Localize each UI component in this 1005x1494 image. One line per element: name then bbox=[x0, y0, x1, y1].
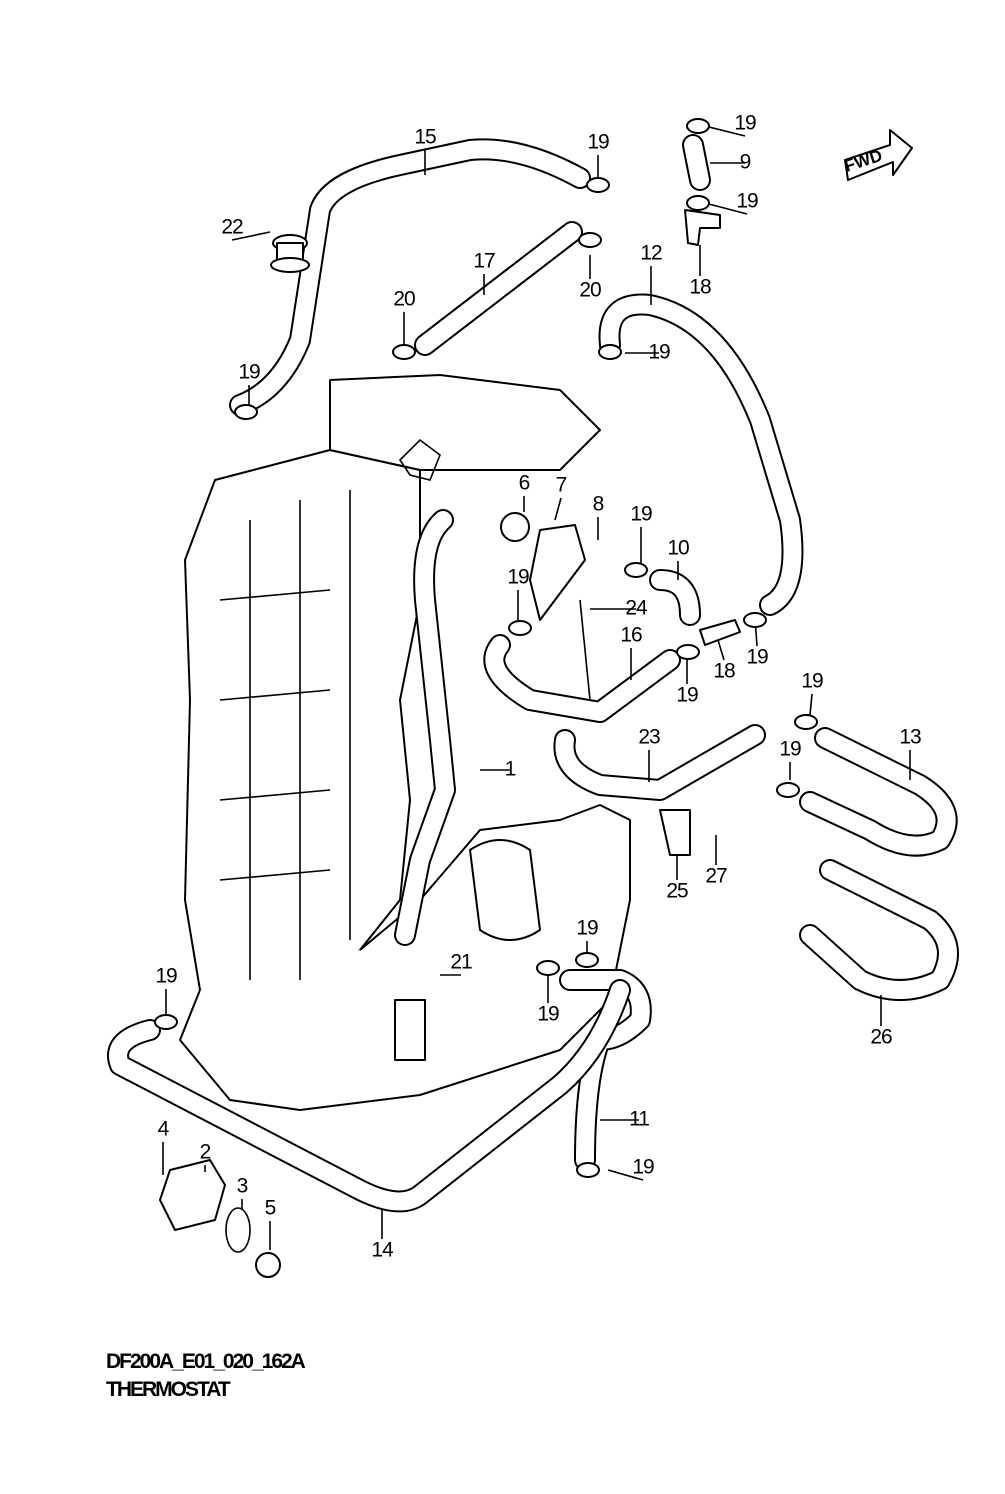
hose-clamp bbox=[536, 960, 560, 976]
small-parts: FWD bbox=[159, 129, 913, 1278]
diagram-caption: DF200A_E01_020_162A THERMOSTAT bbox=[106, 1348, 306, 1404]
callout-10: 10 bbox=[667, 537, 689, 560]
callout-17: 17 bbox=[473, 250, 495, 273]
callout-19: 19 bbox=[238, 361, 260, 384]
callout-19: 19 bbox=[155, 965, 177, 988]
hose-clamp bbox=[686, 195, 710, 211]
cover-2 bbox=[159, 1159, 226, 1231]
callout-26: 26 bbox=[870, 1026, 892, 1049]
callout-19: 19 bbox=[801, 670, 823, 693]
callout-12: 12 bbox=[640, 242, 662, 265]
callout-19: 19 bbox=[648, 341, 670, 364]
leader-lines bbox=[162, 125, 911, 1250]
callout-19: 19 bbox=[587, 131, 609, 154]
callout-19: 19 bbox=[736, 190, 758, 213]
hose-clamp bbox=[776, 782, 800, 798]
hose-clamp bbox=[508, 620, 532, 636]
callout-18: 18 bbox=[713, 660, 735, 683]
seal-5 bbox=[255, 1252, 281, 1278]
hose-clamp bbox=[598, 344, 622, 360]
callout-25: 25 bbox=[666, 880, 688, 903]
hose-clamp bbox=[154, 1014, 178, 1030]
callout-18: 18 bbox=[689, 276, 711, 299]
hose-clamp bbox=[234, 404, 258, 420]
hose-clamp bbox=[676, 644, 700, 660]
callout-19: 19 bbox=[537, 1003, 559, 1026]
diagram-title: THERMOSTAT bbox=[106, 1378, 231, 1401]
callout-7: 7 bbox=[556, 474, 567, 497]
callout-9: 9 bbox=[740, 151, 751, 174]
callout-6: 6 bbox=[519, 472, 530, 495]
hoses bbox=[107, 134, 959, 1213]
hose-clamp bbox=[575, 952, 599, 968]
callout-8: 8 bbox=[593, 493, 604, 516]
callout-21: 21 bbox=[450, 951, 472, 974]
thermostat-cover-7 bbox=[529, 524, 586, 621]
joint-18 bbox=[684, 209, 721, 246]
callout-23: 23 bbox=[638, 726, 660, 749]
callout-4: 4 bbox=[158, 1118, 170, 1141]
callout-19: 19 bbox=[734, 112, 756, 135]
callout-19: 19 bbox=[507, 566, 529, 589]
callout-24: 24 bbox=[625, 597, 648, 620]
hose-clamp bbox=[743, 612, 767, 628]
hose-clamp bbox=[576, 1162, 600, 1178]
bracket-25 bbox=[659, 809, 691, 856]
leader-line bbox=[809, 693, 813, 716]
o-ring-3 bbox=[225, 1207, 251, 1253]
callout-2: 2 bbox=[200, 1141, 211, 1164]
callout-11: 11 bbox=[629, 1108, 649, 1131]
callout-20: 20 bbox=[393, 288, 415, 311]
callout-19: 19 bbox=[576, 917, 598, 940]
hose-clamp bbox=[586, 177, 610, 193]
callout-1: 1 bbox=[505, 758, 516, 781]
callout-19: 19 bbox=[632, 1156, 654, 1179]
callout-19: 19 bbox=[630, 503, 652, 526]
leader-line bbox=[717, 639, 725, 661]
leader-line bbox=[704, 125, 746, 137]
callout-15: 15 bbox=[414, 126, 436, 149]
callout-16: 16 bbox=[620, 624, 642, 647]
leader-line bbox=[554, 497, 562, 521]
hose-clamp bbox=[392, 344, 416, 360]
hose-clamp bbox=[686, 118, 710, 134]
callout-27: 27 bbox=[705, 865, 727, 888]
hose-clamps bbox=[154, 118, 818, 1178]
callout-14: 14 bbox=[371, 1239, 394, 1262]
diagram-code: DF200A_E01_020_162A bbox=[106, 1350, 306, 1373]
callout-13: 13 bbox=[899, 726, 921, 749]
callout-5: 5 bbox=[265, 1197, 276, 1220]
joint-18b bbox=[699, 619, 741, 646]
callout-3: 3 bbox=[237, 1175, 248, 1198]
thermostat-6 bbox=[500, 512, 530, 542]
hose-clamp bbox=[794, 714, 818, 730]
fwd-arrow bbox=[844, 129, 913, 181]
leader-line bbox=[607, 1169, 644, 1181]
callout-19: 19 bbox=[779, 738, 801, 761]
leader-line bbox=[231, 231, 271, 241]
hose-clamp bbox=[578, 232, 602, 248]
engine-block bbox=[179, 374, 631, 1111]
callout-19: 19 bbox=[676, 684, 698, 707]
callout-19: 19 bbox=[746, 646, 768, 669]
hose-clamp bbox=[624, 562, 648, 578]
callout-20: 20 bbox=[579, 279, 601, 302]
callout-22: 22 bbox=[221, 216, 243, 239]
leader-line bbox=[704, 202, 748, 215]
